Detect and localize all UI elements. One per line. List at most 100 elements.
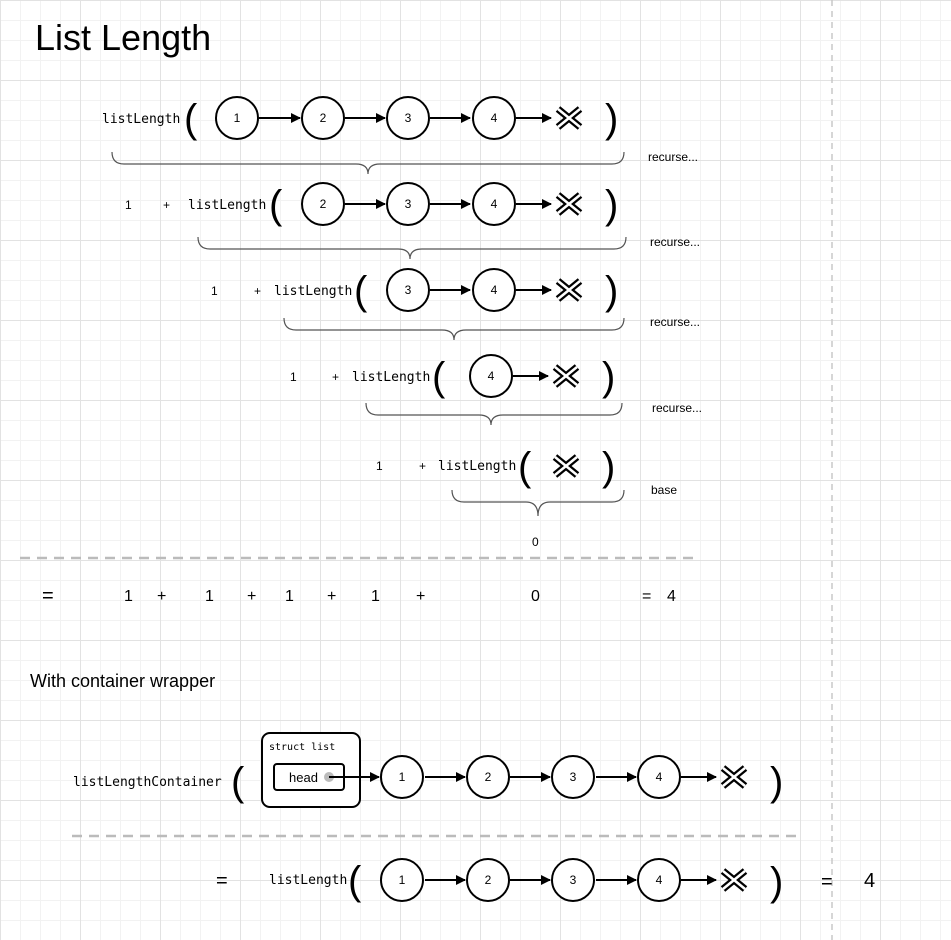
- list-node: 1: [215, 96, 259, 140]
- open-paren: (: [348, 859, 362, 903]
- node-value: 2: [485, 873, 492, 887]
- brace: [283, 317, 625, 341]
- sum-term: +: [247, 588, 256, 605]
- function-name: listLength: [188, 198, 266, 213]
- null-x-icon: [720, 868, 748, 892]
- sum-term: +: [327, 588, 336, 605]
- node-value: 4: [656, 873, 663, 887]
- base-label: base: [651, 483, 677, 497]
- list-node: 3: [386, 96, 430, 140]
- recursion-row-1: listLength ( 1 2 3 4 ) recurse...: [102, 96, 698, 175]
- node-value: 1: [399, 770, 406, 784]
- open-paren: (: [231, 760, 245, 804]
- sum-row: = 1 + 1 + 1 + 1 + 0 = 4: [42, 585, 676, 607]
- struct-label: struct list: [269, 742, 335, 753]
- open-paren: (: [269, 183, 283, 227]
- node-value: 4: [491, 283, 498, 297]
- function-name: listLength: [102, 112, 180, 127]
- sum-term: 1: [371, 588, 380, 605]
- node-value: 3: [405, 283, 412, 297]
- list-node: 4: [472, 268, 516, 312]
- head-label: head: [289, 770, 318, 785]
- close-paren: ): [605, 269, 618, 313]
- node-value: 1: [399, 873, 406, 887]
- function-name: listLength: [269, 873, 347, 888]
- brace: [197, 236, 627, 260]
- list-node: 3: [551, 858, 595, 902]
- node-value: 3: [405, 197, 412, 211]
- linked-list: 1 2 3 4: [380, 858, 748, 902]
- recursion-row-2: 1 + listLength ( 2 3 4 ) recurse...: [125, 182, 700, 260]
- equals-sign: =: [642, 588, 651, 605]
- plus-sign: +: [419, 459, 426, 473]
- function-name: listLength: [438, 459, 516, 474]
- container-row: listLengthContainer ( struct list head 1…: [73, 732, 783, 808]
- sum-term: +: [157, 588, 166, 605]
- section-heading: With container wrapper: [30, 671, 215, 691]
- null-x-icon: [555, 106, 583, 130]
- node-value: 2: [485, 770, 492, 784]
- sum-term: 1: [205, 588, 214, 605]
- node-value: 3: [570, 873, 577, 887]
- recurse-label: recurse...: [650, 315, 700, 329]
- null-x-icon: [552, 364, 580, 388]
- linked-list: 1 2 3 4: [215, 96, 583, 140]
- plus-sign: +: [332, 370, 339, 384]
- null-x-icon: [555, 278, 583, 302]
- struct-list-box: struct list head: [261, 732, 361, 808]
- function-name: listLength: [352, 370, 430, 385]
- linked-list: 2 3 4: [301, 182, 583, 226]
- recursion-row-3: 1 + listLength ( 3 4 ) recurse...: [211, 268, 700, 341]
- list-node: 3: [386, 268, 430, 312]
- node-value: 2: [320, 111, 327, 125]
- one-term: 1: [211, 284, 218, 298]
- function-name: listLength: [274, 284, 352, 299]
- recurse-label: recurse...: [648, 150, 698, 164]
- sum-term: 0: [531, 588, 540, 605]
- one-term: 1: [376, 459, 383, 473]
- zero-term: 0: [532, 535, 539, 549]
- node-value: 4: [656, 770, 663, 784]
- plus-sign: +: [163, 198, 170, 212]
- final-row: = listLength ( 1 2 3 4 ) = 4: [216, 858, 875, 904]
- list-node: 1: [380, 858, 424, 902]
- list-node: 3: [551, 755, 595, 799]
- list-node: 2: [301, 96, 345, 140]
- list-node: 4: [472, 182, 516, 226]
- close-paren: ): [605, 183, 618, 227]
- list-node: 4: [472, 96, 516, 140]
- sum-term: +: [416, 588, 425, 605]
- linked-list: 3 4: [386, 268, 583, 312]
- brace: [365, 402, 623, 426]
- null-x-icon: [552, 454, 580, 478]
- node-value: 4: [488, 369, 495, 383]
- list-node: 2: [466, 858, 510, 902]
- equals-sign: =: [216, 870, 228, 892]
- function-name: listLengthContainer: [73, 775, 222, 790]
- open-paren: (: [518, 445, 532, 489]
- result-value: 4: [864, 870, 875, 892]
- recursion-row-4: 1 + listLength ( 4 ) recurse...: [290, 354, 702, 426]
- close-paren: ): [770, 760, 783, 804]
- node-value: 3: [405, 111, 412, 125]
- open-paren: (: [184, 97, 198, 141]
- open-paren: (: [432, 355, 446, 399]
- list-node: 3: [386, 182, 430, 226]
- one-term: 1: [125, 198, 132, 212]
- close-paren: ): [770, 860, 783, 904]
- sum-term: 1: [124, 588, 133, 605]
- close-paren: ): [602, 355, 615, 399]
- page-title: List Length: [35, 17, 211, 58]
- node-value: 4: [491, 197, 498, 211]
- list-node: 2: [301, 182, 345, 226]
- node-value: 1: [234, 111, 241, 125]
- node-value: 4: [491, 111, 498, 125]
- list-node: 4: [637, 755, 681, 799]
- null-x-icon: [720, 765, 748, 789]
- equals-sign: =: [42, 585, 54, 607]
- list-node: 2: [466, 755, 510, 799]
- equals-sign: =: [821, 871, 833, 893]
- node-value: 2: [320, 197, 327, 211]
- open-paren: (: [354, 269, 368, 313]
- close-paren: ): [605, 97, 618, 141]
